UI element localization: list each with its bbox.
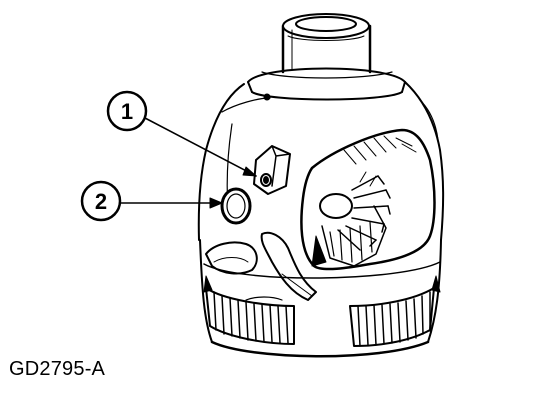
callout-number-2: 2 <box>95 189 107 214</box>
pinion-shaft-block <box>253 145 291 195</box>
callout-1 <box>106 90 257 177</box>
o-ring <box>220 187 252 225</box>
pinion-gear <box>311 205 387 267</box>
case-window <box>300 128 436 271</box>
case-lower-ears <box>205 231 317 301</box>
callout-number-1: 1 <box>121 99 133 124</box>
case-bottom-teeth <box>199 239 442 358</box>
callout-2 <box>80 180 223 222</box>
figure-code: GD2795-A <box>9 358 106 380</box>
side-gear <box>319 171 391 251</box>
case-flange-ring <box>247 67 406 101</box>
case-hub-shaft <box>281 13 372 74</box>
